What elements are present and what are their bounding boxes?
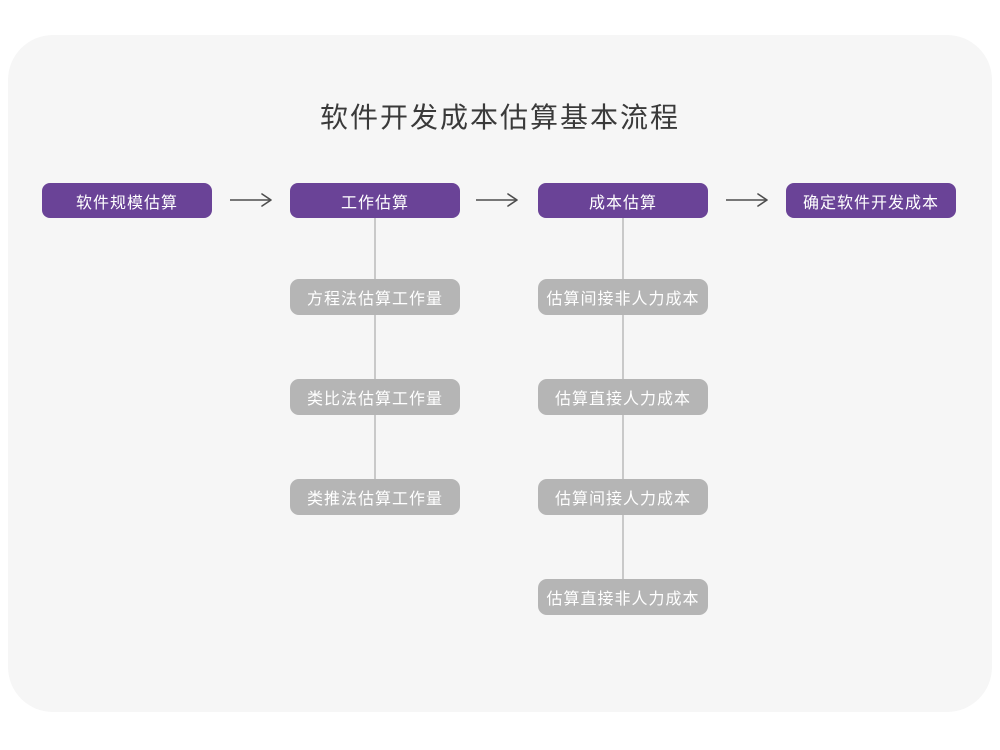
arrow-right-icon — [723, 192, 771, 208]
sub-step-label: 类比法估算工作量 — [306, 391, 443, 408]
flow-step-software-scale-estimation: 软件规模估算 — [42, 183, 212, 218]
sub-step-label: 估算间接非人力成本 — [546, 291, 700, 308]
arrow-right-icon — [227, 192, 275, 208]
sub-step-label: 类推法估算工作量 — [306, 491, 443, 508]
sub-step-label: 估算直接人力成本 — [554, 391, 691, 408]
connector-line — [374, 218, 376, 498]
sub-step-label: 估算间接人力成本 — [554, 491, 691, 508]
sub-step-equation-method: 方程法估算工作量 — [290, 279, 460, 315]
sub-step-extrapolation-method: 类推法估算工作量 — [290, 479, 460, 515]
sub-step-direct-labor-cost: 估算直接人力成本 — [538, 379, 708, 415]
sub-step-label: 估算直接非人力成本 — [546, 591, 700, 608]
diagram-title: 软件开发成本估算基本流程 — [319, 102, 680, 133]
flow-step-cost-estimation: 成本估算 — [538, 183, 708, 218]
flow-step-determine-software-dev-cost: 确定软件开发成本 — [786, 183, 956, 218]
sub-step-indirect-labor-cost: 估算间接人力成本 — [538, 479, 708, 515]
flow-step-label: 工作估算 — [340, 194, 409, 212]
arrow-right-icon — [473, 192, 521, 208]
sub-step-label: 方程法估算工作量 — [306, 291, 443, 308]
sub-step-analogy-method: 类比法估算工作量 — [290, 379, 460, 415]
sub-step-indirect-non-labor-cost: 估算间接非人力成本 — [538, 279, 708, 315]
sub-step-direct-non-labor-cost: 估算直接非人力成本 — [538, 579, 708, 615]
flow-step-label: 软件规模估算 — [75, 194, 178, 212]
flow-step-work-estimation: 工作估算 — [290, 183, 460, 218]
flow-step-label: 确定软件开发成本 — [802, 194, 939, 212]
diagram-card — [8, 35, 992, 712]
flow-step-label: 成本估算 — [588, 194, 657, 212]
